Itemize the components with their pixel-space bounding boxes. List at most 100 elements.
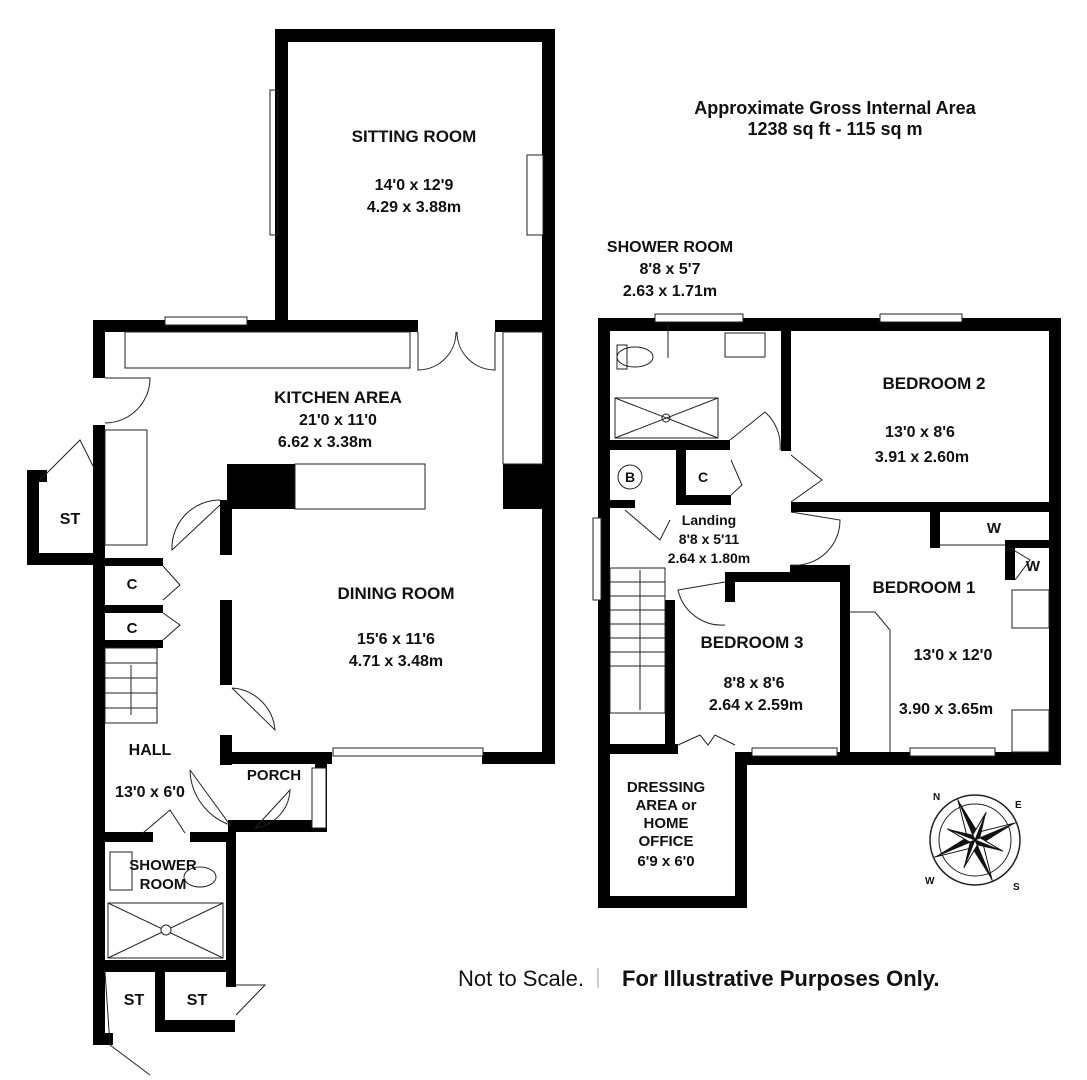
dressing-line2: AREA or <box>635 797 696 814</box>
first-fittings <box>592 313 1050 757</box>
dressing-line3: HOME <box>644 815 689 832</box>
kitchen-worktop <box>124 331 411 369</box>
first-tray-line <box>614 397 719 439</box>
bed1-window <box>909 747 996 757</box>
cupboard-1-label: C <box>127 576 138 593</box>
bed1-name: BEDROOM 1 <box>873 578 976 597</box>
bed1-chimney <box>850 611 891 752</box>
bed2-imperial: 13'0 x 8'6 <box>885 424 955 441</box>
landing-imperial: 8'8 x 5'11 <box>679 531 740 547</box>
boiler-circle <box>617 464 643 490</box>
dining-room-name: DINING ROOM <box>337 584 454 603</box>
ground-fittings <box>39 89 544 1076</box>
bed2-bottom-wall <box>791 502 1061 512</box>
bed2-window <box>879 313 963 323</box>
landing-cupboard-door <box>730 459 743 496</box>
first-toilet <box>616 346 654 368</box>
boiler-label: B <box>625 469 635 485</box>
shower-bed2-wall <box>781 331 791 451</box>
dressing-doors <box>677 734 736 746</box>
bed3-west-top <box>725 572 735 602</box>
first-basin <box>724 332 766 358</box>
ground-basin <box>109 851 133 891</box>
boiler-bottom <box>610 500 635 508</box>
ground-shower-name-2: ROOM <box>140 876 187 893</box>
bed1-bed3-wall <box>840 572 850 765</box>
store-door-2 <box>235 984 267 1016</box>
bed1-door <box>790 511 841 566</box>
bed1-unit-bottom <box>1011 709 1050 753</box>
bed3-imperial: 8'8 x 8'6 <box>724 675 785 692</box>
cupboard-2-label: C <box>127 620 138 637</box>
bed3-west-wall <box>665 600 675 745</box>
first-toilet-cistern <box>616 344 628 370</box>
fireplace <box>526 154 544 236</box>
west-wall-mid <box>93 425 105 553</box>
hall-dining-wall-top <box>220 500 232 555</box>
french-door-right <box>456 331 496 371</box>
kitchen-imperial: 21'0 x 11'0 <box>299 412 377 429</box>
ground-toilet <box>183 866 217 888</box>
first-shower-drain <box>661 413 671 423</box>
kitchen-top-wall-left <box>93 320 418 332</box>
cupboard-top <box>93 558 163 566</box>
first-stairs <box>609 567 666 714</box>
sitting-room-imperial: 14'0 x 12'9 <box>375 177 454 194</box>
wardrobe-1-label: W <box>987 520 1002 537</box>
landing-cupboard-label: C <box>698 469 708 485</box>
ground-floor <box>27 29 555 1045</box>
store-bottom-1-label: ST <box>124 992 145 1009</box>
bed2-metric: 3.91 x 2.60m <box>875 449 969 466</box>
ground-shower-door <box>142 809 186 834</box>
bed1-metric: 3.90 x 3.65m <box>899 701 993 718</box>
dining-door <box>231 687 276 732</box>
bed3-name: BEDROOM 3 <box>701 633 804 652</box>
not-to-scale-text: Not to Scale. <box>458 966 584 991</box>
kitchen-metric: 6.62 x 3.38m <box>278 434 372 451</box>
dressing-bottom-wall <box>598 896 746 908</box>
east-wall <box>542 29 555 764</box>
store-left-door <box>39 439 96 481</box>
store-left-label: ST <box>60 511 81 528</box>
bed3-window <box>751 747 838 757</box>
compass-w: W <box>925 876 935 887</box>
ground-stairs <box>104 647 158 724</box>
bed3-top-wall <box>725 572 850 582</box>
dining-bottom-wall-right <box>482 752 555 764</box>
first-floor <box>598 318 1061 908</box>
sitting-room-left-wall <box>275 29 288 329</box>
hall-kitchen-door <box>171 499 221 552</box>
bed2-door <box>790 454 823 503</box>
wardrobe2-wall <box>1005 540 1015 580</box>
ground-shower-name-1: SHOWER <box>129 857 197 874</box>
bed2-name: BEDROOM 2 <box>883 374 986 393</box>
kitchen-back-door <box>104 377 151 424</box>
dressing-line4: OFFICE <box>639 833 694 850</box>
area-value-text: 1238 sq ft - 115 sq m <box>747 119 923 139</box>
porch-bottom-wall <box>228 820 327 832</box>
ground-shower-drain <box>160 924 172 936</box>
first-shower-bottom-wall <box>610 440 730 450</box>
kitchen-unit-right <box>502 331 544 465</box>
west-wall-lower <box>93 553 105 965</box>
dining-room-imperial: 15'6 x 11'6 <box>357 631 435 648</box>
bed3-door <box>677 581 726 626</box>
sitting-room-top-wall <box>275 29 555 42</box>
store-bottom-west <box>93 960 105 1045</box>
ground-shower-top-wall <box>93 832 153 842</box>
first-shower-door <box>729 411 781 451</box>
hall-front-door <box>189 769 232 827</box>
store-bottom-2-label: ST <box>187 992 208 1009</box>
first-shower-window <box>654 313 744 323</box>
wardrobe2-door <box>1009 547 1031 581</box>
kitchen-unit-left <box>104 429 148 546</box>
dining-window <box>332 747 484 757</box>
first-shower-tray <box>614 397 719 439</box>
porch-window <box>311 767 327 829</box>
store-door-1 <box>104 971 151 1076</box>
sitting-window <box>269 89 279 236</box>
store-left-top <box>27 470 47 482</box>
store-left-bottom <box>27 553 105 565</box>
porch-door <box>254 788 291 829</box>
